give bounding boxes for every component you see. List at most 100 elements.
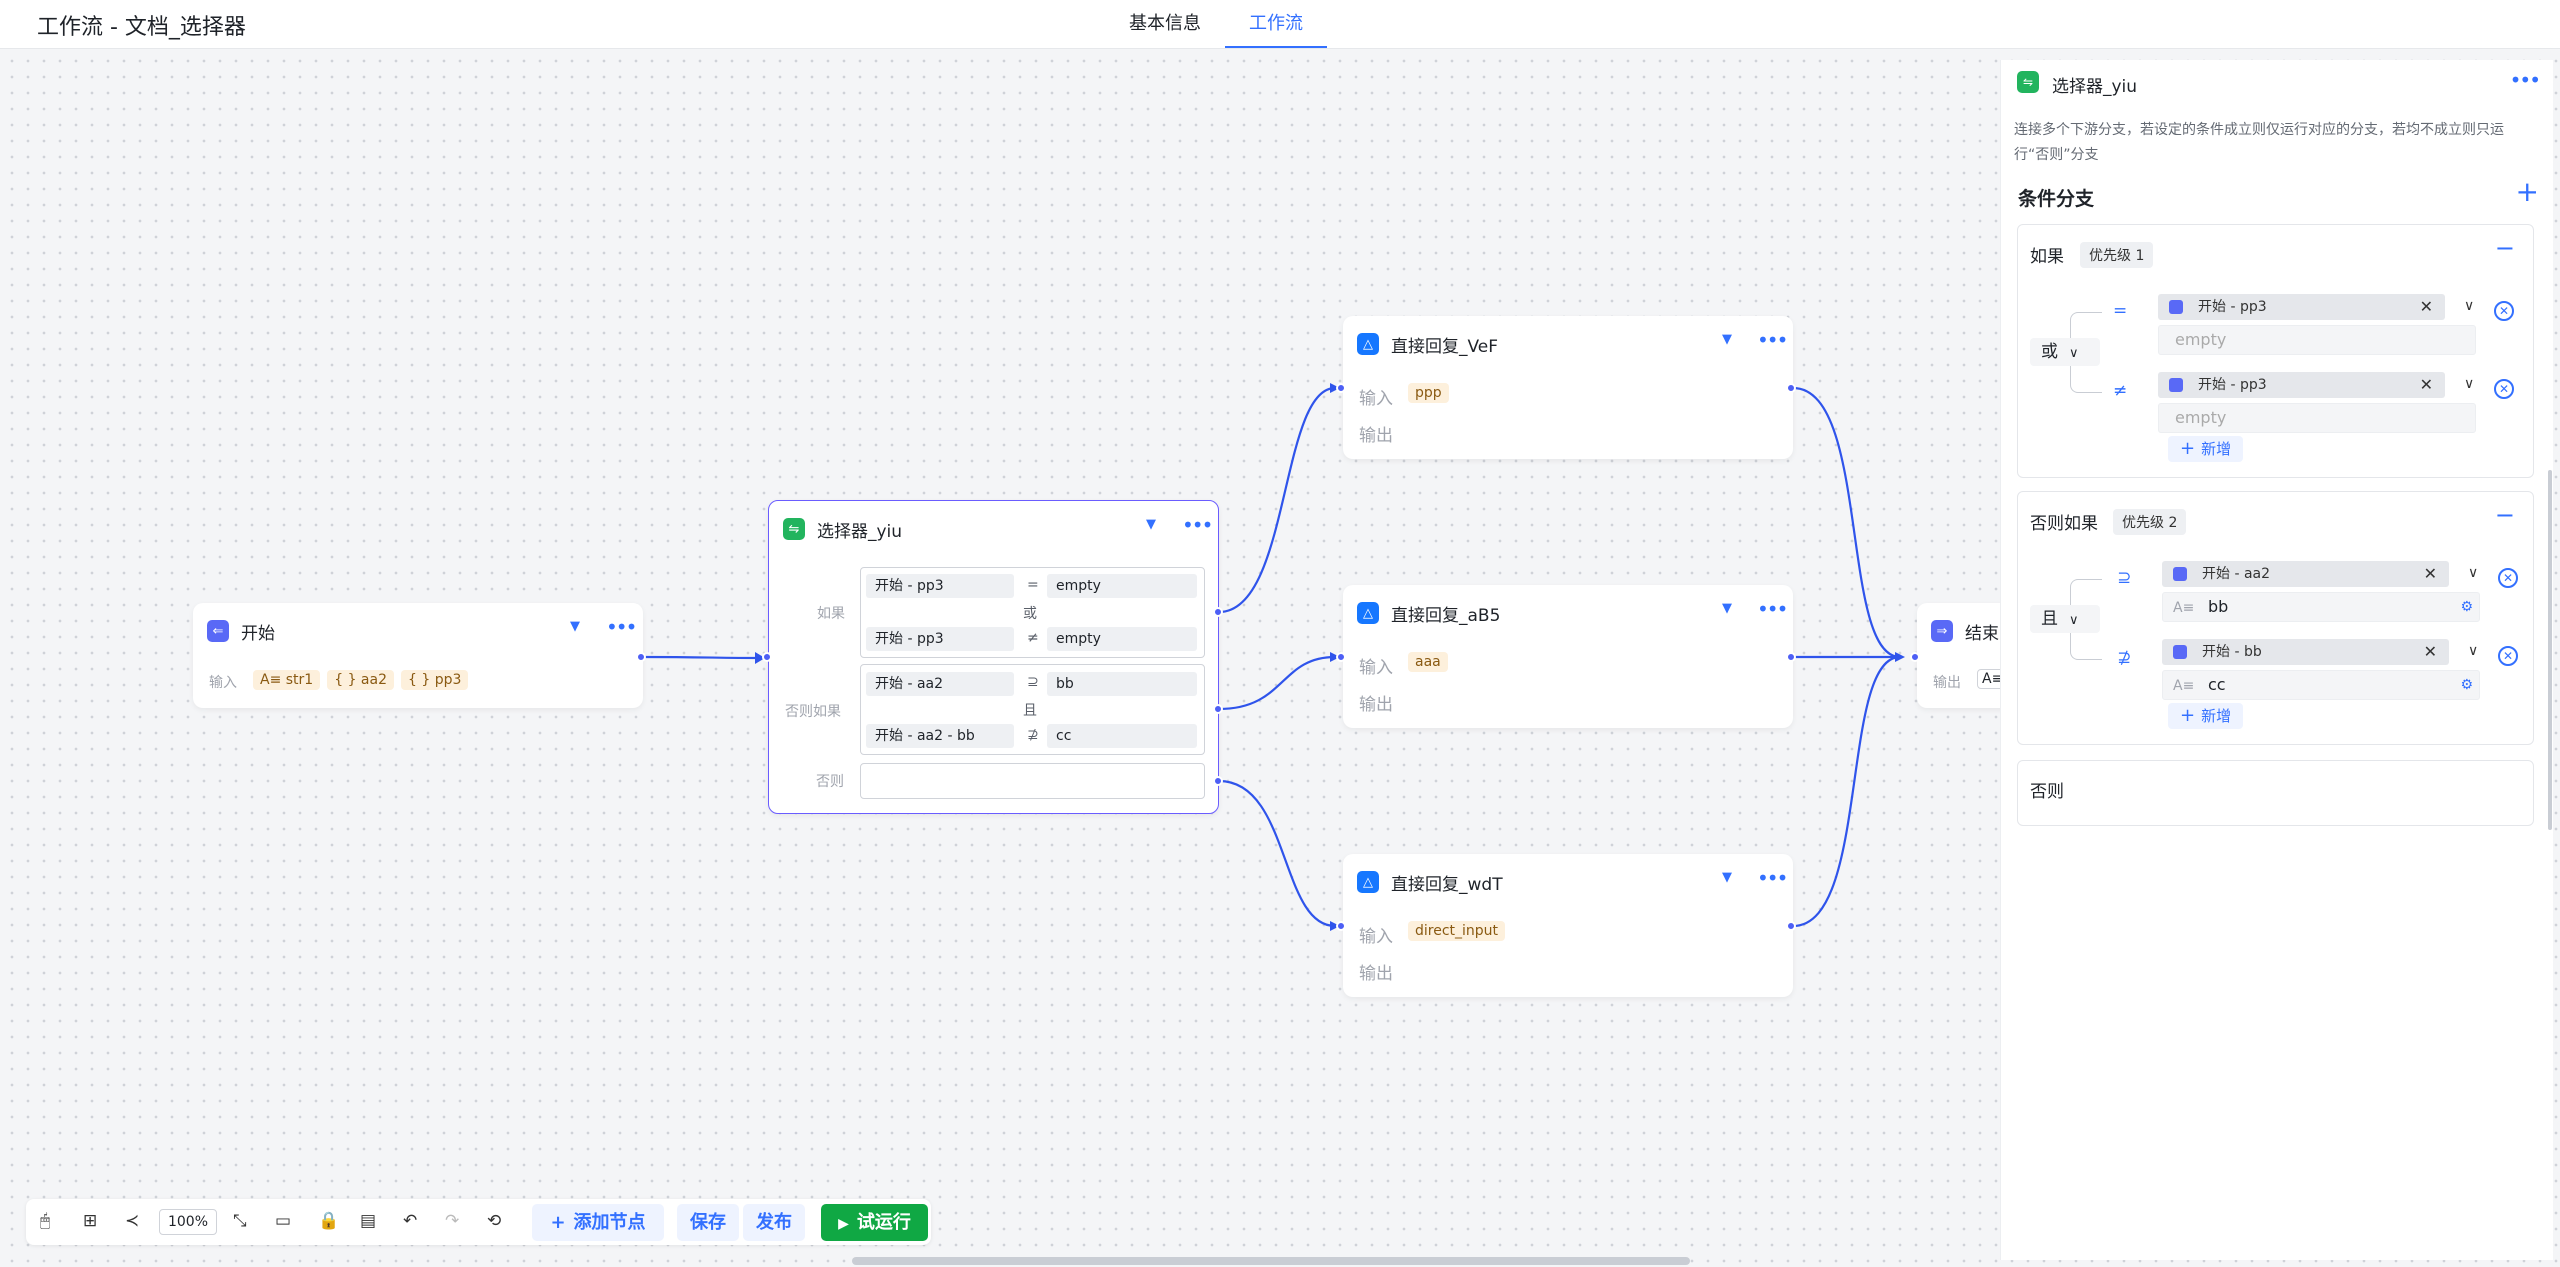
condition-op[interactable]: = bbox=[2113, 301, 2128, 321]
collapse-icon[interactable]: ▼ bbox=[1722, 870, 1732, 885]
output-port[interactable] bbox=[1786, 921, 1796, 931]
var-chip: { } pp3 bbox=[401, 670, 469, 690]
collapse-icon[interactable]: ▼ bbox=[1146, 517, 1156, 532]
value-input[interactable]: empty bbox=[2158, 325, 2476, 355]
minimap-icon[interactable]: ▭ bbox=[275, 1211, 292, 1231]
logic-select[interactable]: 或∨ bbox=[2030, 338, 2100, 366]
plus-icon: + bbox=[2180, 438, 2196, 459]
logic-select[interactable]: 且∨ bbox=[2030, 605, 2100, 633]
value-input[interactable]: empty bbox=[2158, 403, 2476, 433]
test-run-button[interactable]: ▶试运行 bbox=[821, 1204, 928, 1241]
variable-select[interactable]: 开始 - pp3 ✕ bbox=[2158, 294, 2445, 320]
variable-icon bbox=[2169, 300, 2183, 314]
reply-node-ab5[interactable]: △ 直接回复_aB5 ▼ ••• 输入 aaa 输出 bbox=[1336, 585, 1796, 728]
input-label: 输入 bbox=[1359, 927, 1393, 947]
else-box bbox=[860, 763, 1205, 799]
output-port[interactable] bbox=[1786, 383, 1796, 393]
condition-op[interactable]: ⊉ bbox=[2117, 648, 2132, 668]
undo-icon[interactable]: ↶ bbox=[403, 1211, 418, 1231]
more-icon[interactable]: ••• bbox=[1757, 328, 1788, 352]
more-icon[interactable]: ••• bbox=[1757, 597, 1788, 621]
remove-condition-icon[interactable]: ✕ bbox=[2494, 301, 2514, 321]
pointer-icon[interactable]: 🖱 bbox=[40, 1211, 51, 1231]
condition-value: bb bbox=[1047, 672, 1197, 696]
panel-scrollbar[interactable] bbox=[2548, 470, 2552, 830]
gear-icon[interactable]: ⚙ bbox=[2460, 677, 2473, 693]
output-label: 输出 bbox=[1933, 675, 1961, 691]
publish-button[interactable]: 发布 bbox=[743, 1204, 805, 1241]
condition-op[interactable]: ≠ bbox=[2113, 381, 2128, 401]
elseif-output-port[interactable] bbox=[1213, 704, 1223, 714]
add-condition-button[interactable]: +新增 bbox=[2168, 436, 2244, 462]
collapse-icon[interactable]: ▼ bbox=[1722, 601, 1732, 616]
tab-basic-info[interactable]: 基本信息 bbox=[1129, 13, 1201, 34]
chevron-down-icon[interactable]: ∨ bbox=[2468, 643, 2479, 659]
output-port[interactable] bbox=[1786, 652, 1796, 662]
variable-select[interactable]: 开始 - bb✕ bbox=[2162, 639, 2449, 665]
input-port[interactable] bbox=[1336, 383, 1346, 393]
condition-var: 开始 - aa2 bbox=[866, 672, 1014, 696]
chevron-down-icon[interactable]: ∨ bbox=[2464, 376, 2475, 392]
comment-icon[interactable]: ▤ bbox=[360, 1211, 377, 1231]
page-title: 工作流 - 文档_选择器 bbox=[37, 15, 246, 40]
collapse-icon[interactable]: ▼ bbox=[570, 619, 580, 634]
more-icon[interactable]: ••• bbox=[1757, 866, 1788, 890]
start-node[interactable]: ⇐ 开始 ▼ ••• 输入 A≡ str1{ } aa2{ } pp3 bbox=[193, 603, 646, 708]
variable-select[interactable]: 开始 - pp3✕ bbox=[2158, 372, 2445, 398]
collapse-icon[interactable]: ▼ bbox=[1722, 332, 1732, 347]
more-icon[interactable]: ••• bbox=[606, 615, 637, 639]
clear-icon[interactable]: ✕ bbox=[2423, 564, 2437, 583]
output-label: 输出 bbox=[1359, 964, 1393, 984]
output-label: 输出 bbox=[1359, 695, 1393, 715]
add-branch-icon[interactable]: + bbox=[2515, 175, 2539, 208]
input-port[interactable] bbox=[1910, 652, 1920, 662]
lock-icon[interactable]: 🔒 bbox=[318, 1211, 340, 1231]
elseif-label: 否则如果 bbox=[785, 704, 841, 720]
variable-select[interactable]: 开始 - aa2✕ bbox=[2162, 561, 2449, 587]
value-input[interactable]: A≡cc⚙ bbox=[2162, 670, 2480, 700]
layout-icon[interactable]: ⊞ bbox=[83, 1211, 98, 1231]
reply-node-vef[interactable]: △ 直接回复_VeF ▼ ••• 输入 ppp 输出 bbox=[1336, 316, 1796, 459]
reply-node-wdt[interactable]: △ 直接回复_wdT ▼ ••• 输入 direct_input 输出 bbox=[1336, 854, 1796, 997]
redo-icon[interactable]: ↷ bbox=[445, 1211, 460, 1231]
clear-icon[interactable]: ✕ bbox=[2419, 297, 2433, 316]
save-button[interactable]: 保存 bbox=[677, 1204, 739, 1241]
more-icon[interactable]: ••• bbox=[2509, 68, 2541, 92]
selector-node[interactable]: ⇋ 选择器_yiu ▼ ••• 如果 开始 - pp3 = empty 或 开始… bbox=[762, 500, 1223, 814]
priority-badge: 优先级 2 bbox=[2113, 509, 2187, 535]
remove-condition-icon[interactable]: ✕ bbox=[2494, 379, 2514, 399]
input-label: 输入 bbox=[1359, 658, 1393, 678]
input-port[interactable] bbox=[762, 652, 772, 662]
add-condition-button[interactable]: +新增 bbox=[2168, 703, 2244, 729]
value-input[interactable]: A≡bb⚙ bbox=[2162, 592, 2480, 622]
remove-condition-icon[interactable]: ✕ bbox=[2498, 568, 2518, 588]
input-port[interactable] bbox=[1336, 652, 1346, 662]
end-icon: ⇒ bbox=[1931, 620, 1953, 642]
clear-icon[interactable]: ✕ bbox=[2423, 642, 2437, 661]
reply-icon: △ bbox=[1357, 333, 1379, 355]
else-output-port[interactable] bbox=[1213, 776, 1223, 786]
branch-icon[interactable]: ≺ bbox=[125, 1211, 140, 1231]
if-output-port[interactable] bbox=[1213, 607, 1223, 617]
input-port[interactable] bbox=[1336, 921, 1346, 931]
fit-view-icon[interactable]: ⤡ bbox=[233, 1211, 247, 1231]
chevron-down-icon[interactable]: ∨ bbox=[2464, 298, 2475, 314]
variable-value: 开始 - pp3 bbox=[2198, 299, 2267, 315]
clear-icon[interactable]: ✕ bbox=[2419, 375, 2433, 394]
var-chip: { } aa2 bbox=[327, 670, 394, 690]
collapse-branch-icon[interactable]: − bbox=[2494, 234, 2515, 262]
chevron-down-icon[interactable]: ∨ bbox=[2468, 565, 2479, 581]
horizontal-scrollbar[interactable] bbox=[852, 1257, 1690, 1265]
more-icon[interactable]: ••• bbox=[1182, 513, 1213, 537]
tab-workflow[interactable]: 工作流 bbox=[1225, 9, 1327, 48]
add-node-button[interactable]: +添加节点 bbox=[532, 1204, 664, 1241]
gear-icon[interactable]: ⚙ bbox=[2460, 599, 2473, 615]
remove-condition-icon[interactable]: ✕ bbox=[2498, 646, 2518, 666]
collapse-branch-icon[interactable]: − bbox=[2494, 501, 2515, 529]
output-port[interactable] bbox=[636, 652, 646, 662]
zoom-input[interactable]: 100% bbox=[159, 1209, 217, 1235]
history-icon[interactable]: ⟲ bbox=[487, 1211, 502, 1231]
plus-icon: + bbox=[2180, 705, 2196, 726]
panel-title: 选择器_yiu bbox=[2052, 77, 2138, 97]
condition-op[interactable]: ⊇ bbox=[2117, 568, 2132, 588]
